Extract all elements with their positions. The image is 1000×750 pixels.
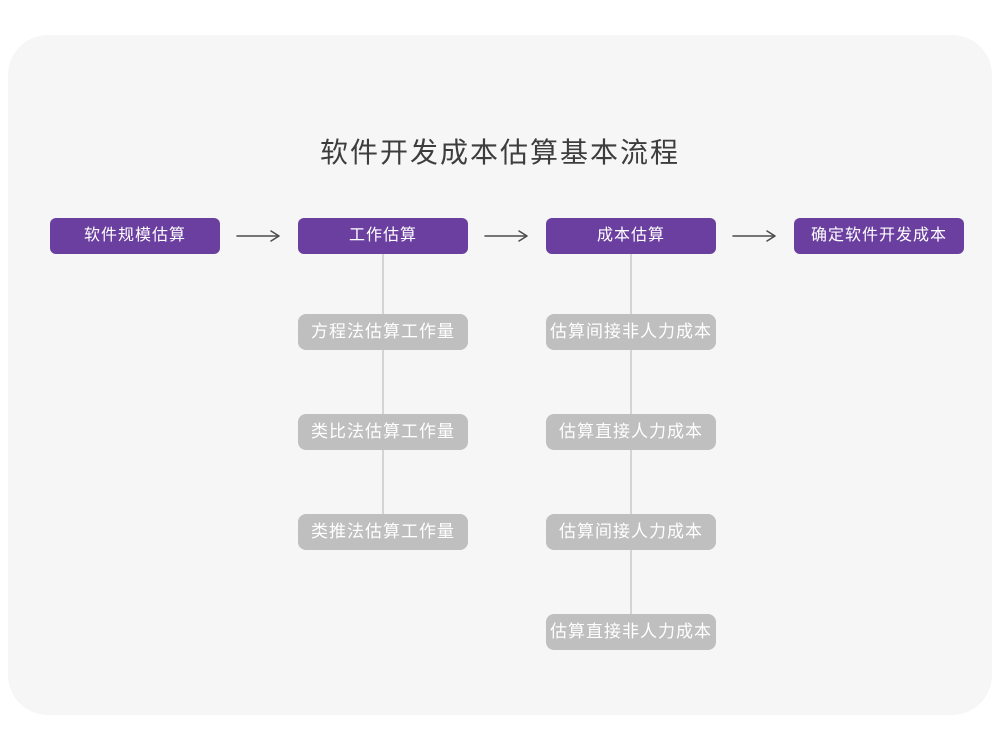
branch-node-analogy-method: 类比法估算工作量 [298,414,468,450]
flow-node-cost-estimation: 成本估算 [546,218,716,254]
branch-node-indirect-nonlabor-cost: 估算间接非人力成本 [546,314,716,350]
flow-node-determine-dev-cost: 确定软件开发成本 [794,218,964,254]
branch-node-direct-labor-cost: 估算直接人力成本 [546,414,716,450]
right-arrow-icon [236,230,282,242]
right-arrow-icon [732,230,778,242]
connector-line-work-branch [382,254,384,532]
branch-node-indirect-labor-cost: 估算间接人力成本 [546,514,716,550]
branch-node-direct-nonlabor-cost: 估算直接非人力成本 [546,614,716,650]
diagram-title: 软件开发成本估算基本流程 [319,137,680,168]
diagram-canvas-card: 软件开发成本估算基本流程 软件规模估算 工作估算 成本估算 确定软件开发成本 [8,35,992,715]
branch-node-extrapolation-method: 类推法估算工作量 [298,514,468,550]
flow-node-work-estimation: 工作估算 [298,218,468,254]
branch-node-equation-method: 方程法估算工作量 [298,314,468,350]
right-arrow-icon [484,230,530,242]
flow-node-software-scale-estimation: 软件规模估算 [50,218,220,254]
